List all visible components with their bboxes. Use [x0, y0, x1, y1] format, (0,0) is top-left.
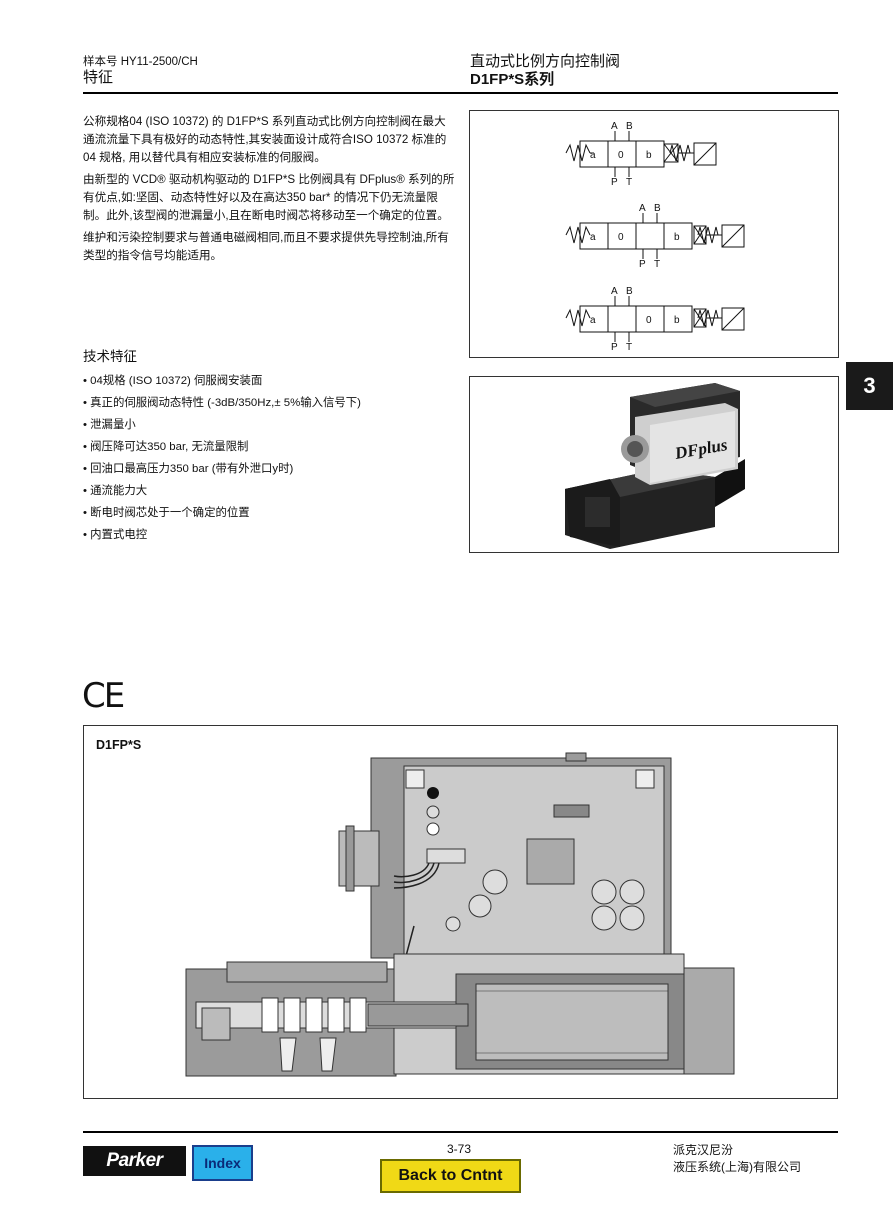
box-label-a: a — [590, 315, 596, 326]
box-label-0: 0 — [618, 232, 624, 243]
series-title: D1FP*S系列 — [470, 71, 555, 88]
port-label-t: T — [626, 342, 632, 353]
features-list: 04规格 (ISO 10372) 伺服阀安装面 真正的伺服阀动态特性 (-3dB… — [83, 370, 463, 546]
feature-item: 真正的伺服阀动态特性 (-3dB/350Hz,± 5%输入信号下) — [83, 392, 463, 414]
index-button[interactable]: Index — [192, 1145, 253, 1181]
port-label-t: T — [626, 177, 632, 188]
chapter-tab[interactable]: 3 — [846, 362, 893, 410]
feature-item: 断电时阀芯处于一个确定的位置 — [83, 502, 463, 524]
valve-symbols-diagram: A B P T a 0 b A B P T a 0 b A B P T a 0 … — [565, 121, 745, 353]
port-label-a: A — [611, 121, 618, 132]
valve-photo: DFplus — [470, 377, 838, 552]
intro-paragraph: 公称规格04 (ISO 10372) 的 D1FP*S 系列直动式比例方向控制阀… — [83, 115, 447, 164]
hydraulic-symbols-box: A B P T a 0 b A B P T a 0 b A B P T a 0 … — [469, 110, 839, 358]
port-label-b: B — [626, 121, 633, 132]
box-label-a: a — [590, 232, 596, 243]
port-label-p: P — [639, 259, 646, 270]
port-label-b: B — [654, 203, 661, 214]
feature-item: 泄漏量小 — [83, 414, 463, 436]
port-label-b: B — [626, 286, 633, 297]
feature-item: 04规格 (ISO 10372) 伺服阀安装面 — [83, 370, 463, 392]
box-label-a: a — [590, 150, 596, 161]
box-label-b: b — [674, 315, 680, 326]
intro-paragraph: 由新型的 VCD® 驱动机构驱动的 D1FP*S 比例阀具有 DFplus® 系… — [83, 173, 455, 222]
company-name: 派克汉尼汾 液压系统(上海)有限公司 — [673, 1142, 801, 1176]
box-label-0: 0 — [646, 315, 652, 326]
feature-item: 通流能力大 — [83, 480, 463, 502]
feature-item: 内置式电控 — [83, 524, 463, 546]
ce-mark: CE — [82, 676, 125, 716]
intro-paragraph: 维护和污染控制要求与普通电磁阀相同,而且不要求提供先导控制油,所有类型的指令信号… — [83, 231, 449, 262]
port-label-t: T — [654, 259, 660, 270]
cutaway-drawing-box: D1FP*S — [83, 725, 838, 1099]
feature-item: 回油口最高压力350 bar (带有外泄口y时) — [83, 458, 463, 480]
company-line-1: 派克汉尼汾 — [673, 1143, 734, 1157]
footer-rule — [83, 1131, 838, 1133]
port-label-p: P — [611, 342, 618, 353]
port-label-a: A — [639, 203, 646, 214]
port-label-a: A — [611, 286, 618, 297]
page-title: 直动式比例方向控制阀 — [470, 53, 621, 70]
box-label-b: b — [646, 150, 652, 161]
catalog-number: 样本号 HY11-2500/CH — [83, 56, 198, 68]
valve-symbol-2 — [565, 213, 745, 259]
product-photo-box: DFplus — [469, 376, 839, 553]
features-title: 技术特征 — [83, 349, 137, 364]
box-label-0: 0 — [618, 150, 624, 161]
valve-symbol-1 — [565, 131, 717, 177]
valve-cutaway-diagram — [185, 752, 735, 1077]
back-to-contents-button[interactable]: Back to Cntnt — [380, 1159, 521, 1193]
company-line-2: 液压系统(上海)有限公司 — [673, 1160, 801, 1174]
feature-item: 阀压降可达350 bar, 无流量限制 — [83, 436, 463, 458]
box-label-b: b — [674, 232, 680, 243]
port-label-p: P — [611, 177, 618, 188]
section-title: 特征 — [83, 69, 114, 86]
valve-symbol-3 — [565, 296, 745, 342]
intro-text: 公称规格04 (ISO 10372) 的 D1FP*S 系列直动式比例方向控制阀… — [83, 113, 455, 269]
page-number: 3-73 — [447, 1142, 472, 1156]
parker-logo: Parker — [83, 1146, 186, 1176]
cutaway-label: D1FP*S — [96, 738, 142, 752]
header-rule — [83, 92, 838, 94]
